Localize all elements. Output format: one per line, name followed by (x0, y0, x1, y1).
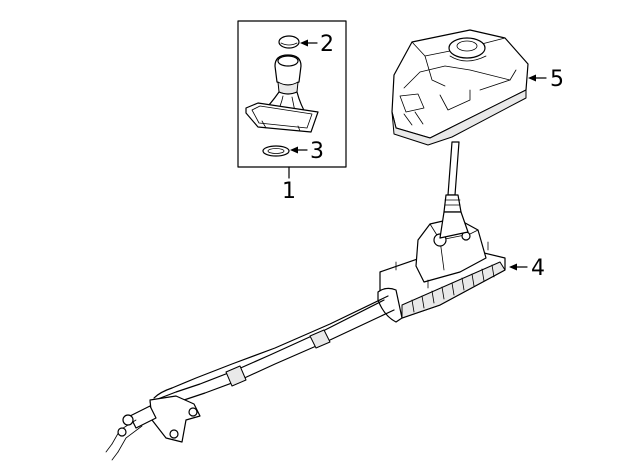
callout-label-2: 2 (320, 32, 334, 57)
boot-ring (262, 145, 290, 157)
callout-label-4: 4 (531, 256, 545, 281)
callout-label-5: 5 (550, 67, 564, 92)
shift-boot (245, 91, 319, 133)
callout-label-1: 1 (282, 179, 296, 204)
knob-boot-inset (237, 20, 347, 179)
callout-arrow-2 (300, 39, 318, 47)
knob-cap (278, 35, 300, 49)
inset-frame (237, 20, 347, 168)
shifter-base (377, 211, 506, 323)
console-cover (391, 29, 529, 146)
shift-lever (443, 141, 462, 213)
shift-knob (274, 54, 302, 95)
callout-arrow-4 (509, 263, 528, 271)
cable-bracket (105, 395, 201, 461)
callout-arrow-3 (290, 146, 308, 154)
callout-label-3: 3 (310, 139, 324, 164)
callout-arrow-5 (528, 74, 547, 82)
shift-cables (149, 295, 395, 411)
